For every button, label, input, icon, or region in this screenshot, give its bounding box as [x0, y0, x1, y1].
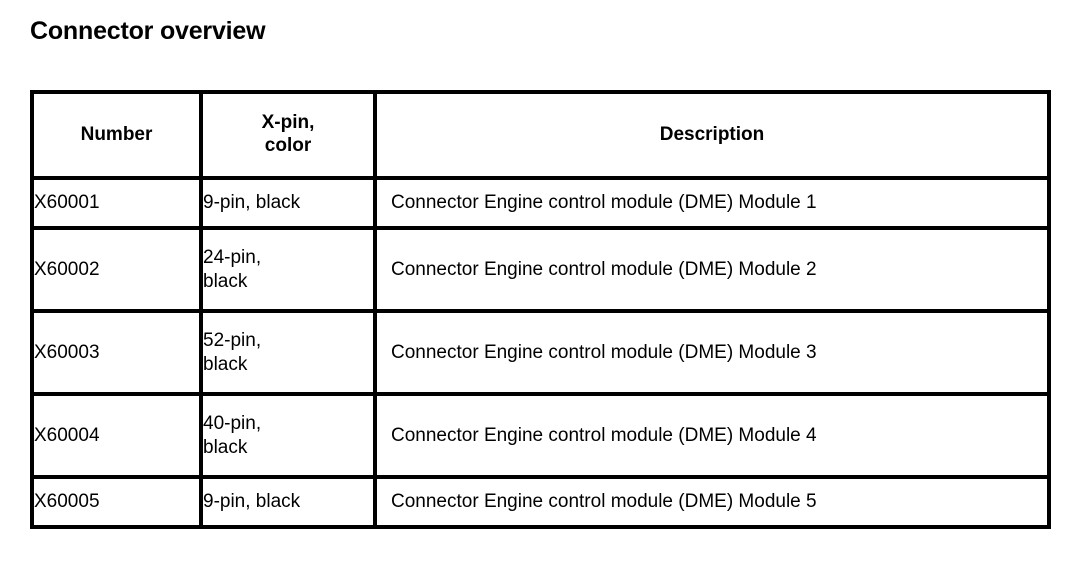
- cell-xpin-line-1: 52-pin,: [203, 329, 262, 351]
- cell-number: X60001: [30, 176, 203, 230]
- table-row: X60002 24-pin, black Connector Engine co…: [30, 226, 1051, 313]
- cell-description-value: Connector Engine control module (DME) Mo…: [391, 341, 817, 363]
- cell-description-value: Connector Engine control module (DME) Mo…: [391, 491, 817, 513]
- page-title: Connector overview: [30, 17, 266, 45]
- column-header-xpin-color: X-pin, color: [199, 90, 377, 180]
- column-header-description: Description: [373, 90, 1051, 180]
- table-row: X60001 9-pin, black Connector Engine con…: [30, 176, 1051, 230]
- cell-number-value: X60004: [34, 424, 100, 446]
- cell-description: Connector Engine control module (DME) Mo…: [373, 475, 1051, 529]
- cell-description: Connector Engine control module (DME) Mo…: [373, 392, 1051, 479]
- cell-number: X60004: [30, 392, 203, 479]
- cell-xpin-color: 9-pin, black: [199, 475, 377, 529]
- cell-xpin-line-1: 24-pin,: [203, 246, 262, 268]
- cell-xpin-line-1: 9-pin, black: [203, 491, 301, 513]
- cell-number: X60003: [30, 309, 203, 396]
- cell-xpin-color: 24-pin, black: [199, 226, 377, 313]
- table-container: Number X-pin, color Description X60001: [30, 90, 1051, 529]
- cell-number: X60002: [30, 226, 203, 313]
- cell-xpin-color: 40-pin, black: [199, 392, 377, 479]
- cell-xpin-line-2: black: [203, 353, 248, 375]
- table-row: X60005 9-pin, black Connector Engine con…: [30, 475, 1051, 529]
- cell-number-value: X60003: [34, 341, 100, 363]
- cell-xpin-color: 52-pin, black: [199, 309, 377, 396]
- table-row: X60003 52-pin, black Connector Engine co…: [30, 309, 1051, 396]
- cell-xpin-line-2: black: [203, 270, 248, 292]
- cell-number-value: X60002: [34, 258, 100, 280]
- column-header-xpin-line-2: color: [264, 135, 312, 156]
- cell-description: Connector Engine control module (DME) Mo…: [373, 226, 1051, 313]
- cell-description-value: Connector Engine control module (DME) Mo…: [391, 192, 817, 214]
- table-header-row: Number X-pin, color Description: [30, 90, 1051, 180]
- cell-description-value: Connector Engine control module (DME) Mo…: [391, 258, 817, 280]
- column-header-xpin-line-1: X-pin,: [261, 112, 315, 134]
- cell-number: X60005: [30, 475, 203, 529]
- connector-overview-table: Number X-pin, color Description X60001: [30, 90, 1051, 529]
- cell-number-value: X60005: [34, 491, 100, 513]
- cell-description: Connector Engine control module (DME) Mo…: [373, 176, 1051, 230]
- cell-xpin-line-1: 9-pin, black: [203, 192, 301, 214]
- cell-xpin-line-2: black: [203, 436, 248, 458]
- cell-xpin-line-1: 40-pin,: [203, 412, 262, 434]
- column-header-number-line-1: Number: [80, 123, 153, 145]
- cell-number-value: X60001: [34, 192, 100, 214]
- cell-description-value: Connector Engine control module (DME) Mo…: [391, 424, 817, 446]
- cell-xpin-color: 9-pin, black: [199, 176, 377, 230]
- column-header-description-line-1: Description: [659, 123, 765, 145]
- column-header-number: Number: [30, 90, 203, 180]
- table-header: Number X-pin, color Description: [30, 90, 1051, 180]
- cell-description: Connector Engine control module (DME) Mo…: [373, 309, 1051, 396]
- table-row: X60004 40-pin, black Connector Engine co…: [30, 392, 1051, 479]
- table-body: X60001 9-pin, black Connector Engine con…: [30, 176, 1051, 529]
